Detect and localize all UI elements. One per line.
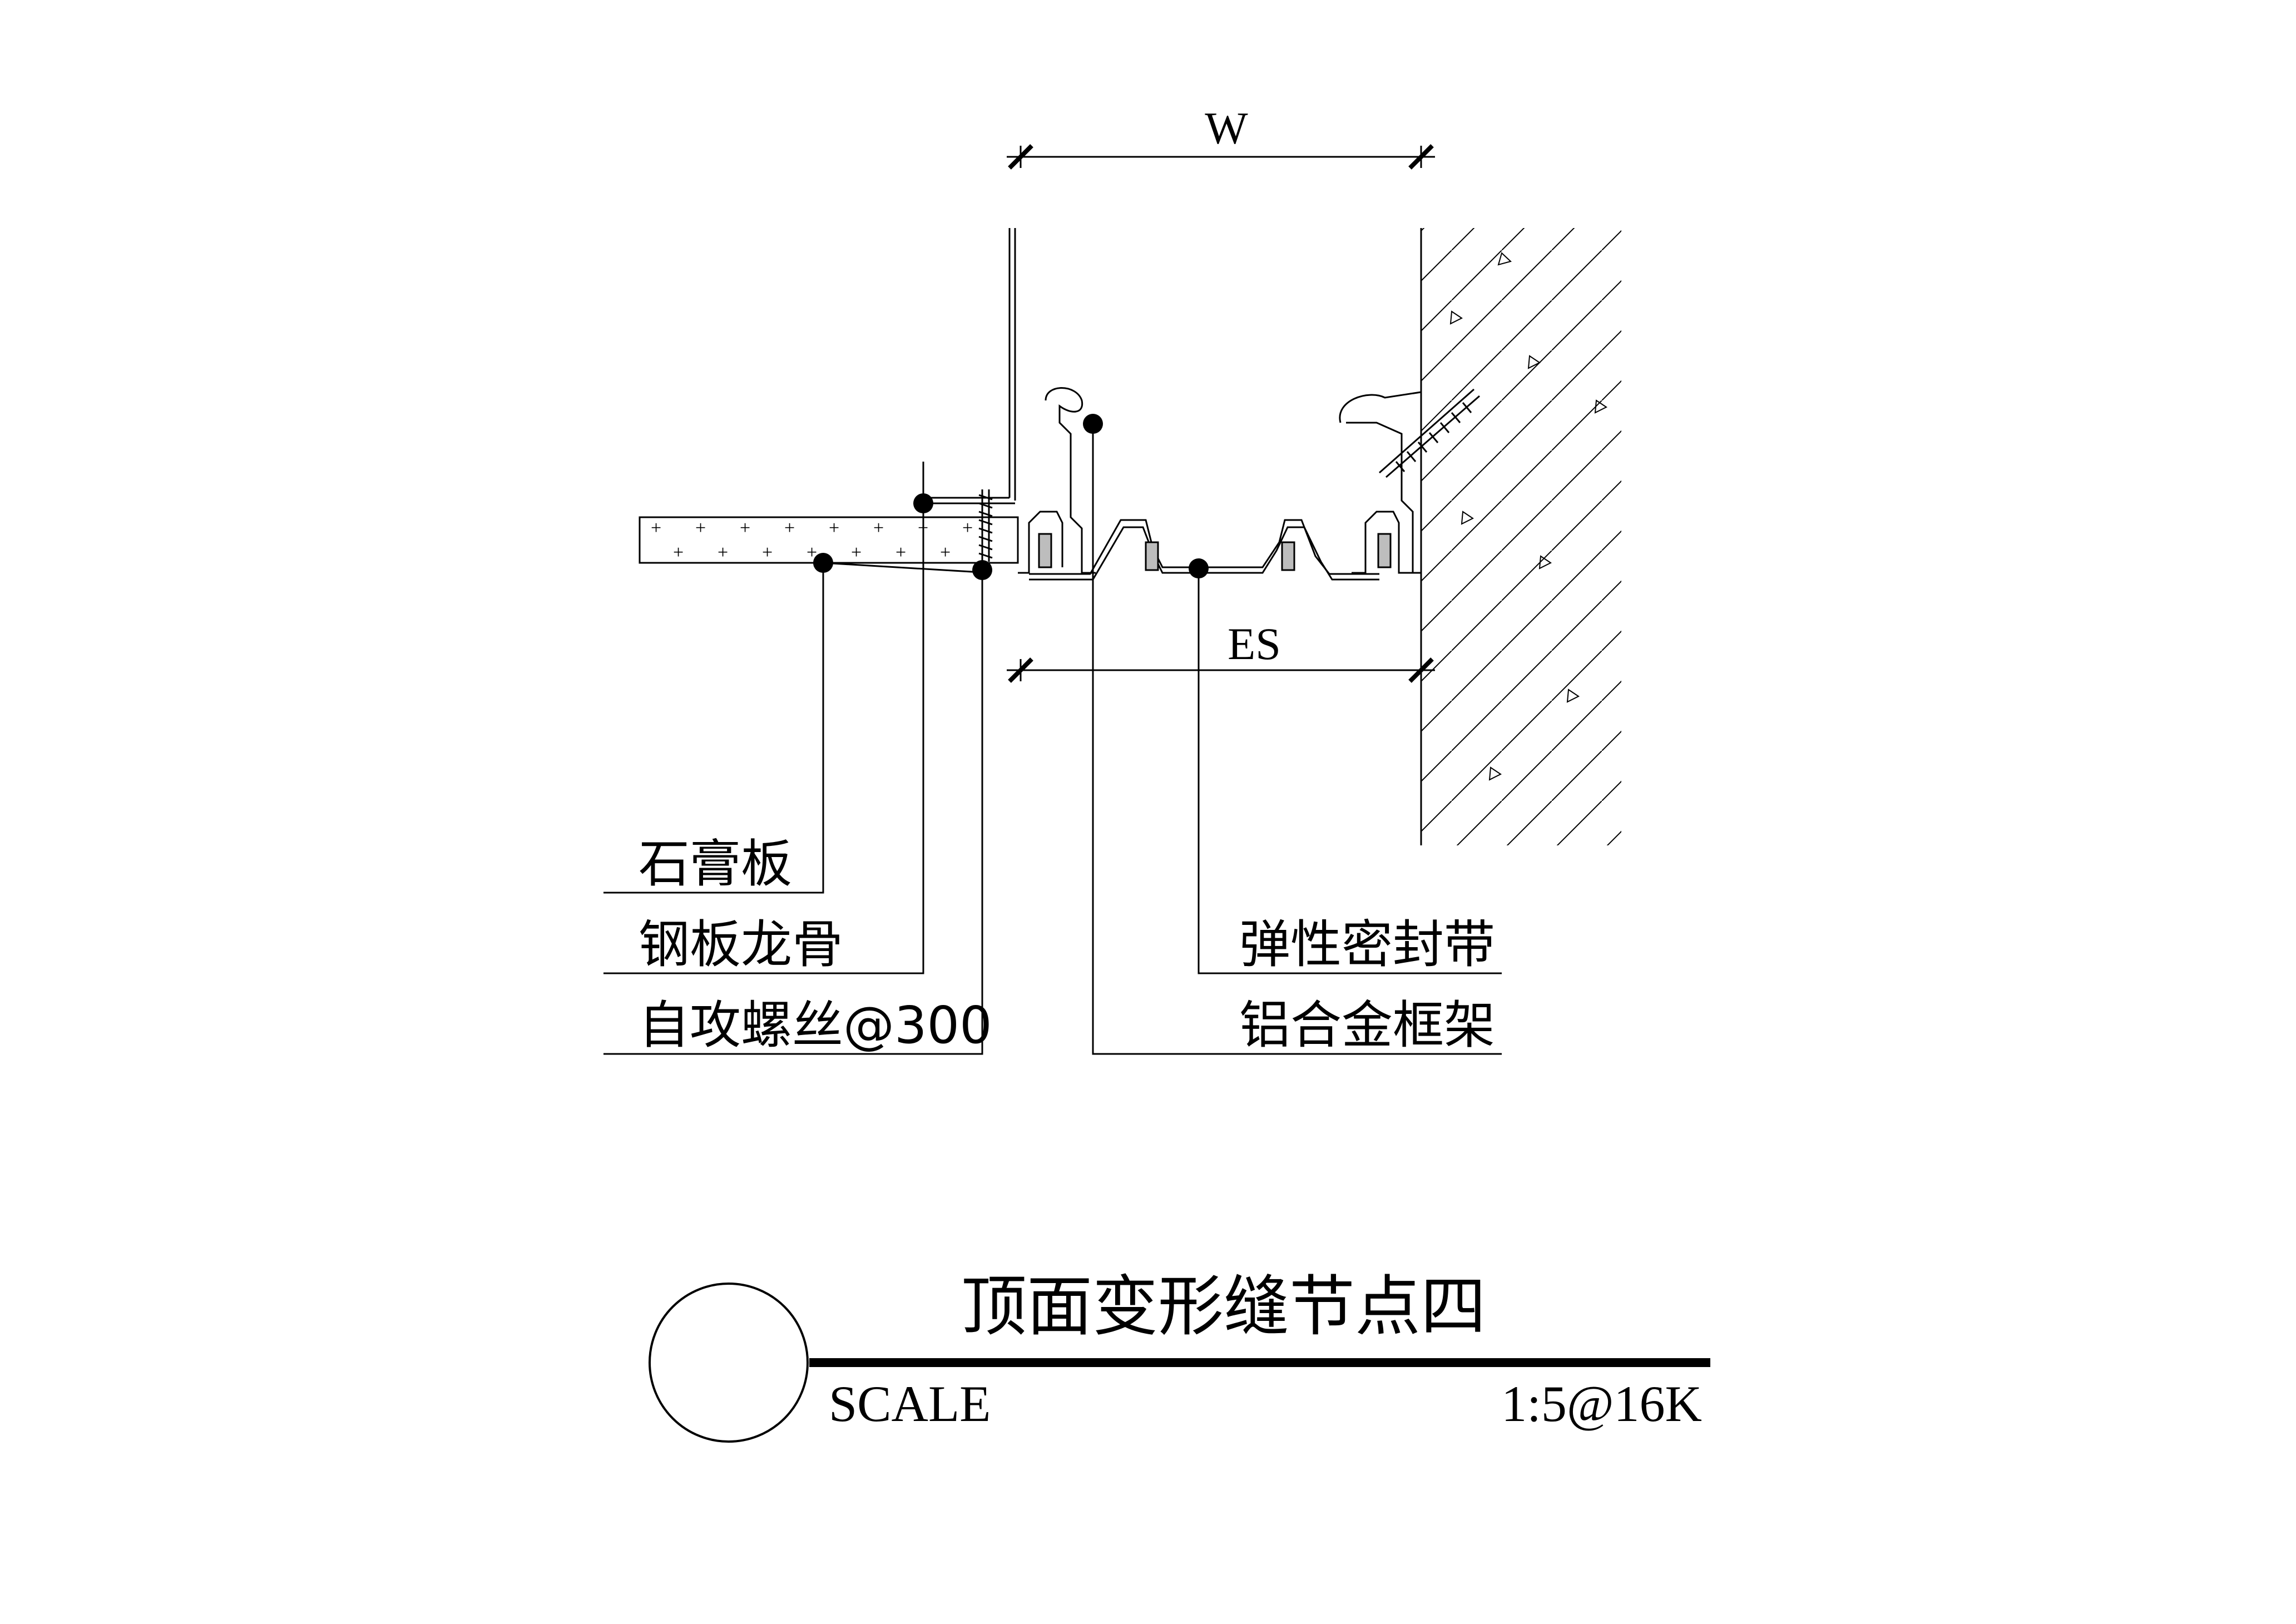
callout-elastic-seal-strip: 弹性密封带 [1239, 915, 1495, 974]
anchor-bolt [1379, 388, 1480, 478]
callout-gypsum-board: 石膏板 [639, 834, 792, 894]
svg-text:+: + [651, 518, 661, 538]
aluminum-frame-left [1018, 387, 1096, 574]
svg-text:+: + [940, 542, 951, 563]
drawing-title: 顶面变形缝节点四 [961, 1268, 1486, 1345]
concrete-wall [1420, 228, 1621, 845]
steel-keel [922, 228, 1016, 504]
svg-text:+: + [784, 518, 795, 538]
title-block [649, 1283, 1710, 1443]
leader-lines [603, 424, 1502, 1055]
dimension-es-label: ES [1228, 618, 1281, 669]
dimension-w [1007, 144, 1435, 170]
aluminum-frame-right [1339, 391, 1422, 574]
callout-aluminum-frame: 铝合金框架 [1239, 996, 1495, 1055]
svg-text:+: + [806, 542, 817, 563]
callout-self-tapping-screw: 自攻螺丝@300 [639, 996, 992, 1055]
self-tapping-screw [978, 489, 993, 562]
svg-text:+: + [762, 542, 773, 563]
detail-number-circle [649, 1283, 809, 1443]
svg-text:+: + [695, 518, 706, 538]
svg-text:+: + [895, 542, 906, 563]
leader-dots [813, 414, 1209, 580]
svg-text:+: + [740, 518, 750, 538]
svg-text:+: + [673, 542, 684, 563]
svg-text:+: + [962, 518, 973, 538]
svg-text:+: + [851, 542, 862, 563]
edge-trim [823, 562, 991, 574]
svg-text:+: + [718, 542, 728, 563]
dimension-w-label: W [1205, 103, 1248, 154]
scale-value: 1:5@16K [1501, 1375, 1702, 1432]
dimension-es [1007, 657, 1435, 683]
callout-steel-keel: 钢板龙骨 [639, 915, 843, 974]
scale-label: SCALE [829, 1375, 991, 1432]
svg-text:+: + [873, 518, 884, 538]
svg-text:+: + [829, 518, 839, 538]
elastic-seal-strip [1029, 519, 1379, 581]
